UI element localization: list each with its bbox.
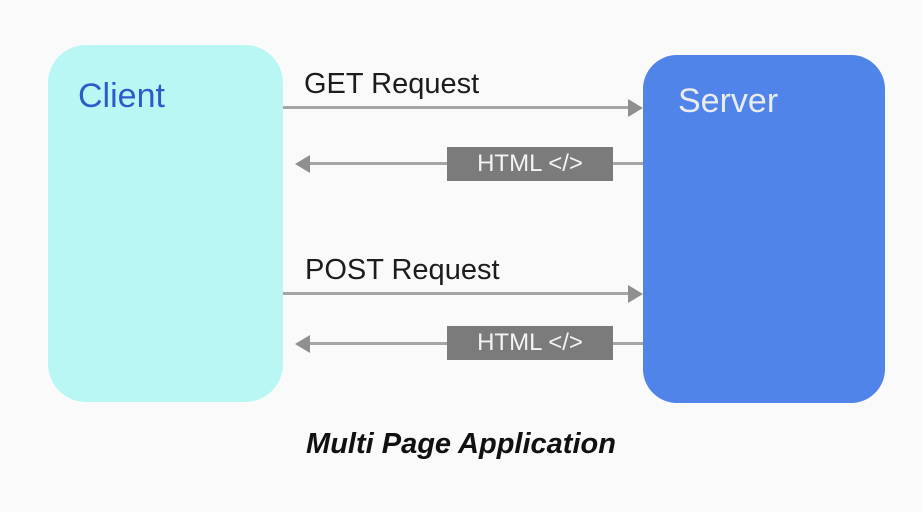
get-request-arrow-line	[283, 106, 630, 109]
arrow-left-icon	[295, 155, 310, 173]
html-response-badge-2: HTML </>	[447, 326, 613, 360]
post-request-arrow-line	[283, 292, 630, 295]
client-label: Client	[78, 77, 165, 115]
get-request-label: GET Request	[304, 68, 480, 100]
diagram-title: Multi Page Application	[306, 428, 616, 460]
client-box: Client	[48, 45, 283, 402]
post-request-label: POST Request	[305, 254, 500, 286]
server-label: Server	[678, 82, 779, 120]
server-box: Server	[643, 55, 885, 403]
arrow-right-icon	[628, 285, 643, 303]
arrow-right-icon	[628, 99, 643, 117]
html-response-badge: HTML </>	[447, 147, 613, 181]
arrow-left-icon	[295, 335, 310, 353]
